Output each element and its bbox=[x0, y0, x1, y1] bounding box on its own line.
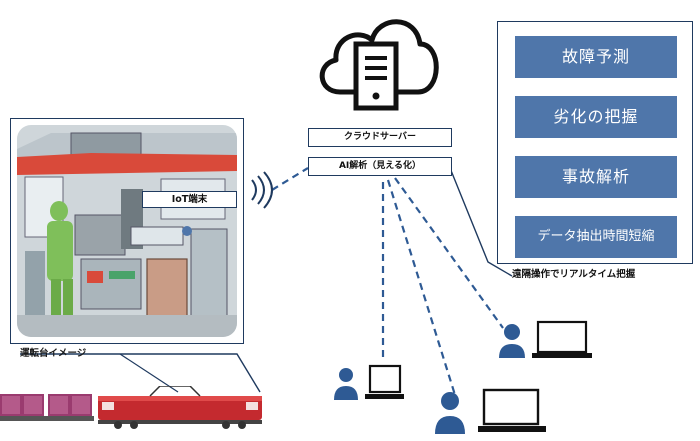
laptop-icon bbox=[365, 364, 404, 399]
dashed-link-cab bbox=[271, 167, 309, 191]
freight-car-icon bbox=[0, 394, 94, 421]
cab-image-panel bbox=[10, 118, 244, 344]
wifi-signal-icon bbox=[251, 171, 273, 209]
server-icon bbox=[353, 41, 399, 111]
link-to-features bbox=[449, 167, 513, 277]
iot-terminal-label: IoT端末 bbox=[142, 191, 237, 208]
user-workstation-2 bbox=[435, 388, 546, 434]
feature-panel: 故障予測 劣化の把握 事故解析 データ抽出時間短縮 bbox=[497, 21, 693, 264]
cab-caption: 運転台イメージ bbox=[20, 348, 87, 359]
feature-failure-prediction: 故障予測 bbox=[515, 36, 677, 78]
feature-data-extraction: データ抽出時間短縮 bbox=[515, 216, 677, 258]
dashed-link-user-2 bbox=[386, 179, 457, 396]
user-icon bbox=[334, 368, 358, 400]
caption-pointer bbox=[20, 353, 261, 393]
feature-degradation: 劣化の把握 bbox=[515, 96, 677, 138]
cloud-server-label: クラウドサーバー bbox=[308, 128, 452, 147]
train-illustration bbox=[0, 386, 262, 429]
user-icon bbox=[499, 324, 525, 358]
cloud-icon bbox=[319, 19, 439, 111]
locomotive-icon bbox=[98, 386, 262, 429]
user-workstation-1 bbox=[334, 364, 404, 400]
laptop-icon bbox=[478, 388, 546, 432]
dashed-link-user-3 bbox=[394, 177, 504, 329]
cab-illustration bbox=[17, 125, 237, 337]
ai-analysis-label: AI解析（見える化） bbox=[308, 157, 452, 176]
laptop-icon bbox=[532, 320, 592, 358]
remote-realtime-label: 遠隔操作でリアルタイム把握 bbox=[512, 269, 636, 280]
user-icon bbox=[435, 392, 465, 434]
user-workstation-3 bbox=[499, 320, 592, 358]
feature-accident-analysis: 事故解析 bbox=[515, 156, 677, 198]
